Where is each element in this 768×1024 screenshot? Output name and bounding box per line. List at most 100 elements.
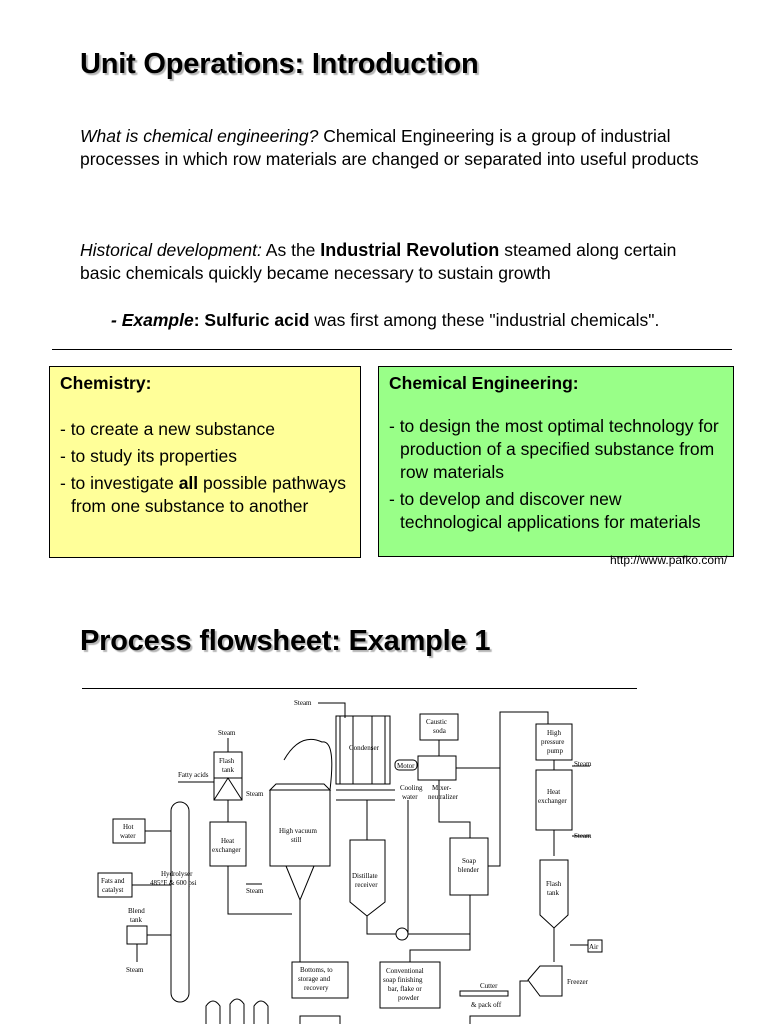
label-conv-1: Conventional bbox=[386, 967, 424, 975]
source-url[interactable]: http://www.pafko.com/ bbox=[610, 553, 728, 567]
label-bottoms-1: Bottoms, to bbox=[300, 966, 333, 974]
label-cooling-1: Cooling bbox=[400, 784, 423, 792]
chemistry-box: Chemistry: - to create a new substance -… bbox=[49, 366, 361, 558]
condenser bbox=[335, 715, 391, 785]
mixer-neutralizer bbox=[417, 755, 457, 781]
label-flash-2: tank bbox=[222, 766, 235, 774]
definition-paragraph: What is chemical engineering? Chemical E… bbox=[80, 125, 720, 171]
label-bottoms-2: storage and bbox=[298, 975, 331, 983]
label-cutter: Cutter bbox=[480, 982, 498, 990]
label-conv-2: soap finishing bbox=[383, 976, 423, 984]
history-label: Historical development: bbox=[80, 240, 262, 260]
label-freezer: Freezer bbox=[567, 978, 589, 986]
label-steam-right1: Steam bbox=[574, 760, 592, 768]
label-distillate-1: Distillate bbox=[352, 872, 378, 880]
steam-top-line bbox=[318, 702, 346, 718]
storage-tanks bbox=[205, 998, 269, 1024]
process-flowsheet-diagram: Steam Condenser Caustic soda Motor Cooli… bbox=[97, 699, 603, 1024]
label-he-right-2: exchanger bbox=[538, 797, 567, 805]
pump-symbol bbox=[395, 927, 409, 941]
label-mixer-2: neutralizer bbox=[428, 793, 459, 801]
blender-lines bbox=[438, 712, 501, 867]
label-blend-2: tank bbox=[130, 916, 143, 924]
label-flash-1: Flash bbox=[219, 757, 235, 765]
example-rest: was first among these "industrial chemic… bbox=[314, 310, 660, 330]
emphasis-all: all bbox=[178, 473, 199, 493]
bottoms-storage-box bbox=[291, 961, 349, 999]
label-steam-he: Steam bbox=[246, 790, 264, 798]
label-he-right-1: Heat bbox=[547, 788, 560, 796]
label-hp-2: pressure bbox=[541, 738, 564, 746]
condenser-tube-right bbox=[371, 715, 386, 785]
pump-to-blender-line bbox=[408, 895, 471, 935]
chemeng-heading: Chemical Engineering: bbox=[389, 373, 579, 393]
blend-tank bbox=[126, 925, 148, 945]
label-air: Air bbox=[589, 943, 599, 951]
label-he-left-1: Heat bbox=[221, 837, 234, 845]
chemistry-item: - to investigate all possible pathways f… bbox=[60, 473, 347, 516]
label-hot-1: Hot bbox=[123, 823, 134, 831]
label-conv-3: bar, flake or bbox=[388, 985, 422, 993]
label-conv-4: powder bbox=[398, 994, 420, 1002]
blend-lines bbox=[136, 934, 171, 962]
condenser-tube-left bbox=[339, 715, 354, 785]
air-box bbox=[587, 939, 603, 953]
label-distillate-2: receiver bbox=[355, 881, 378, 889]
distillate-receiver bbox=[349, 839, 386, 917]
label-caustic-1: Caustic bbox=[426, 718, 447, 726]
hydrolyser-column bbox=[170, 801, 190, 1003]
label-mixer-1: Mixer- bbox=[432, 784, 452, 792]
example-dash: - bbox=[111, 310, 122, 330]
label-blend-1: Blend bbox=[128, 907, 145, 915]
blender-to-finishing-line bbox=[409, 895, 471, 962]
flowsheet-title: Process flowsheet: Example 1 bbox=[80, 625, 491, 657]
chemistry-heading: Chemistry: bbox=[60, 373, 152, 393]
flash-tank-left-base bbox=[213, 777, 243, 801]
label-soap-blender-2: blender bbox=[458, 866, 480, 874]
he-to-still-line bbox=[227, 866, 292, 915]
vapor-pipe bbox=[283, 738, 333, 791]
history-paragraph: Historical development: As the Industria… bbox=[80, 239, 720, 285]
example-subject: Sulfuric acid bbox=[204, 310, 310, 330]
chemeng-item: - to design the most optimal technology … bbox=[389, 416, 719, 482]
label-steam-bottom: Steam bbox=[126, 966, 144, 974]
history-pre: As the bbox=[265, 240, 316, 260]
definition-question: What is chemical engineering? bbox=[80, 126, 319, 146]
freezer-to-cutter-line bbox=[469, 980, 528, 1024]
label-fats-1: Fats and bbox=[101, 877, 125, 885]
condenser-outlets bbox=[336, 789, 395, 801]
still-cone bbox=[285, 865, 315, 902]
label-condenser: Condenser bbox=[349, 744, 380, 752]
cutter-belt bbox=[459, 990, 509, 997]
chemeng-list: - to design the most optimal technology … bbox=[389, 415, 723, 534]
bottom-box-stub bbox=[299, 1015, 341, 1024]
label-steam-top: Steam bbox=[294, 699, 312, 707]
label-hp-1: High bbox=[547, 729, 562, 737]
label-soap-blender-1: Soap bbox=[462, 857, 477, 865]
label-hydrolyser-2: 485°F & 600 psi bbox=[150, 879, 197, 887]
label-he-left-2: exchanger bbox=[212, 846, 241, 854]
chemistry-list: - to create a new substance - to study i… bbox=[60, 418, 350, 518]
label-motor: Motor bbox=[397, 762, 415, 770]
label-fatty-acids: Fatty acids bbox=[178, 771, 209, 779]
still-head bbox=[268, 783, 332, 791]
chemistry-item: - to create a new substance bbox=[60, 419, 275, 439]
example-label: Example bbox=[121, 310, 194, 330]
history-post: steamed along certain basic chemicals qu… bbox=[80, 240, 677, 283]
mixer-to-pump-line bbox=[456, 711, 549, 769]
label-hvs-2: still bbox=[291, 836, 302, 844]
label-hot-2: water bbox=[120, 832, 136, 840]
flash-tank-left bbox=[213, 751, 243, 779]
page-title: Unit Operations: Introduction bbox=[80, 48, 479, 80]
motor bbox=[394, 759, 418, 771]
label-cooling-2: water bbox=[402, 793, 418, 801]
definition-answer: Chemical Engineering is a group of indus… bbox=[80, 126, 699, 169]
label-steam-right2: Steam bbox=[574, 832, 592, 840]
steam-right-lines bbox=[572, 765, 590, 837]
chemical-engineering-box: Chemical Engineering: - to design the mo… bbox=[378, 366, 734, 557]
section-divider bbox=[52, 349, 732, 350]
flash-tank-right bbox=[539, 859, 569, 929]
label-hp-3: pump bbox=[547, 747, 563, 755]
label-flash-right-1: Flash bbox=[546, 880, 562, 888]
distillate-lines bbox=[366, 800, 396, 935]
